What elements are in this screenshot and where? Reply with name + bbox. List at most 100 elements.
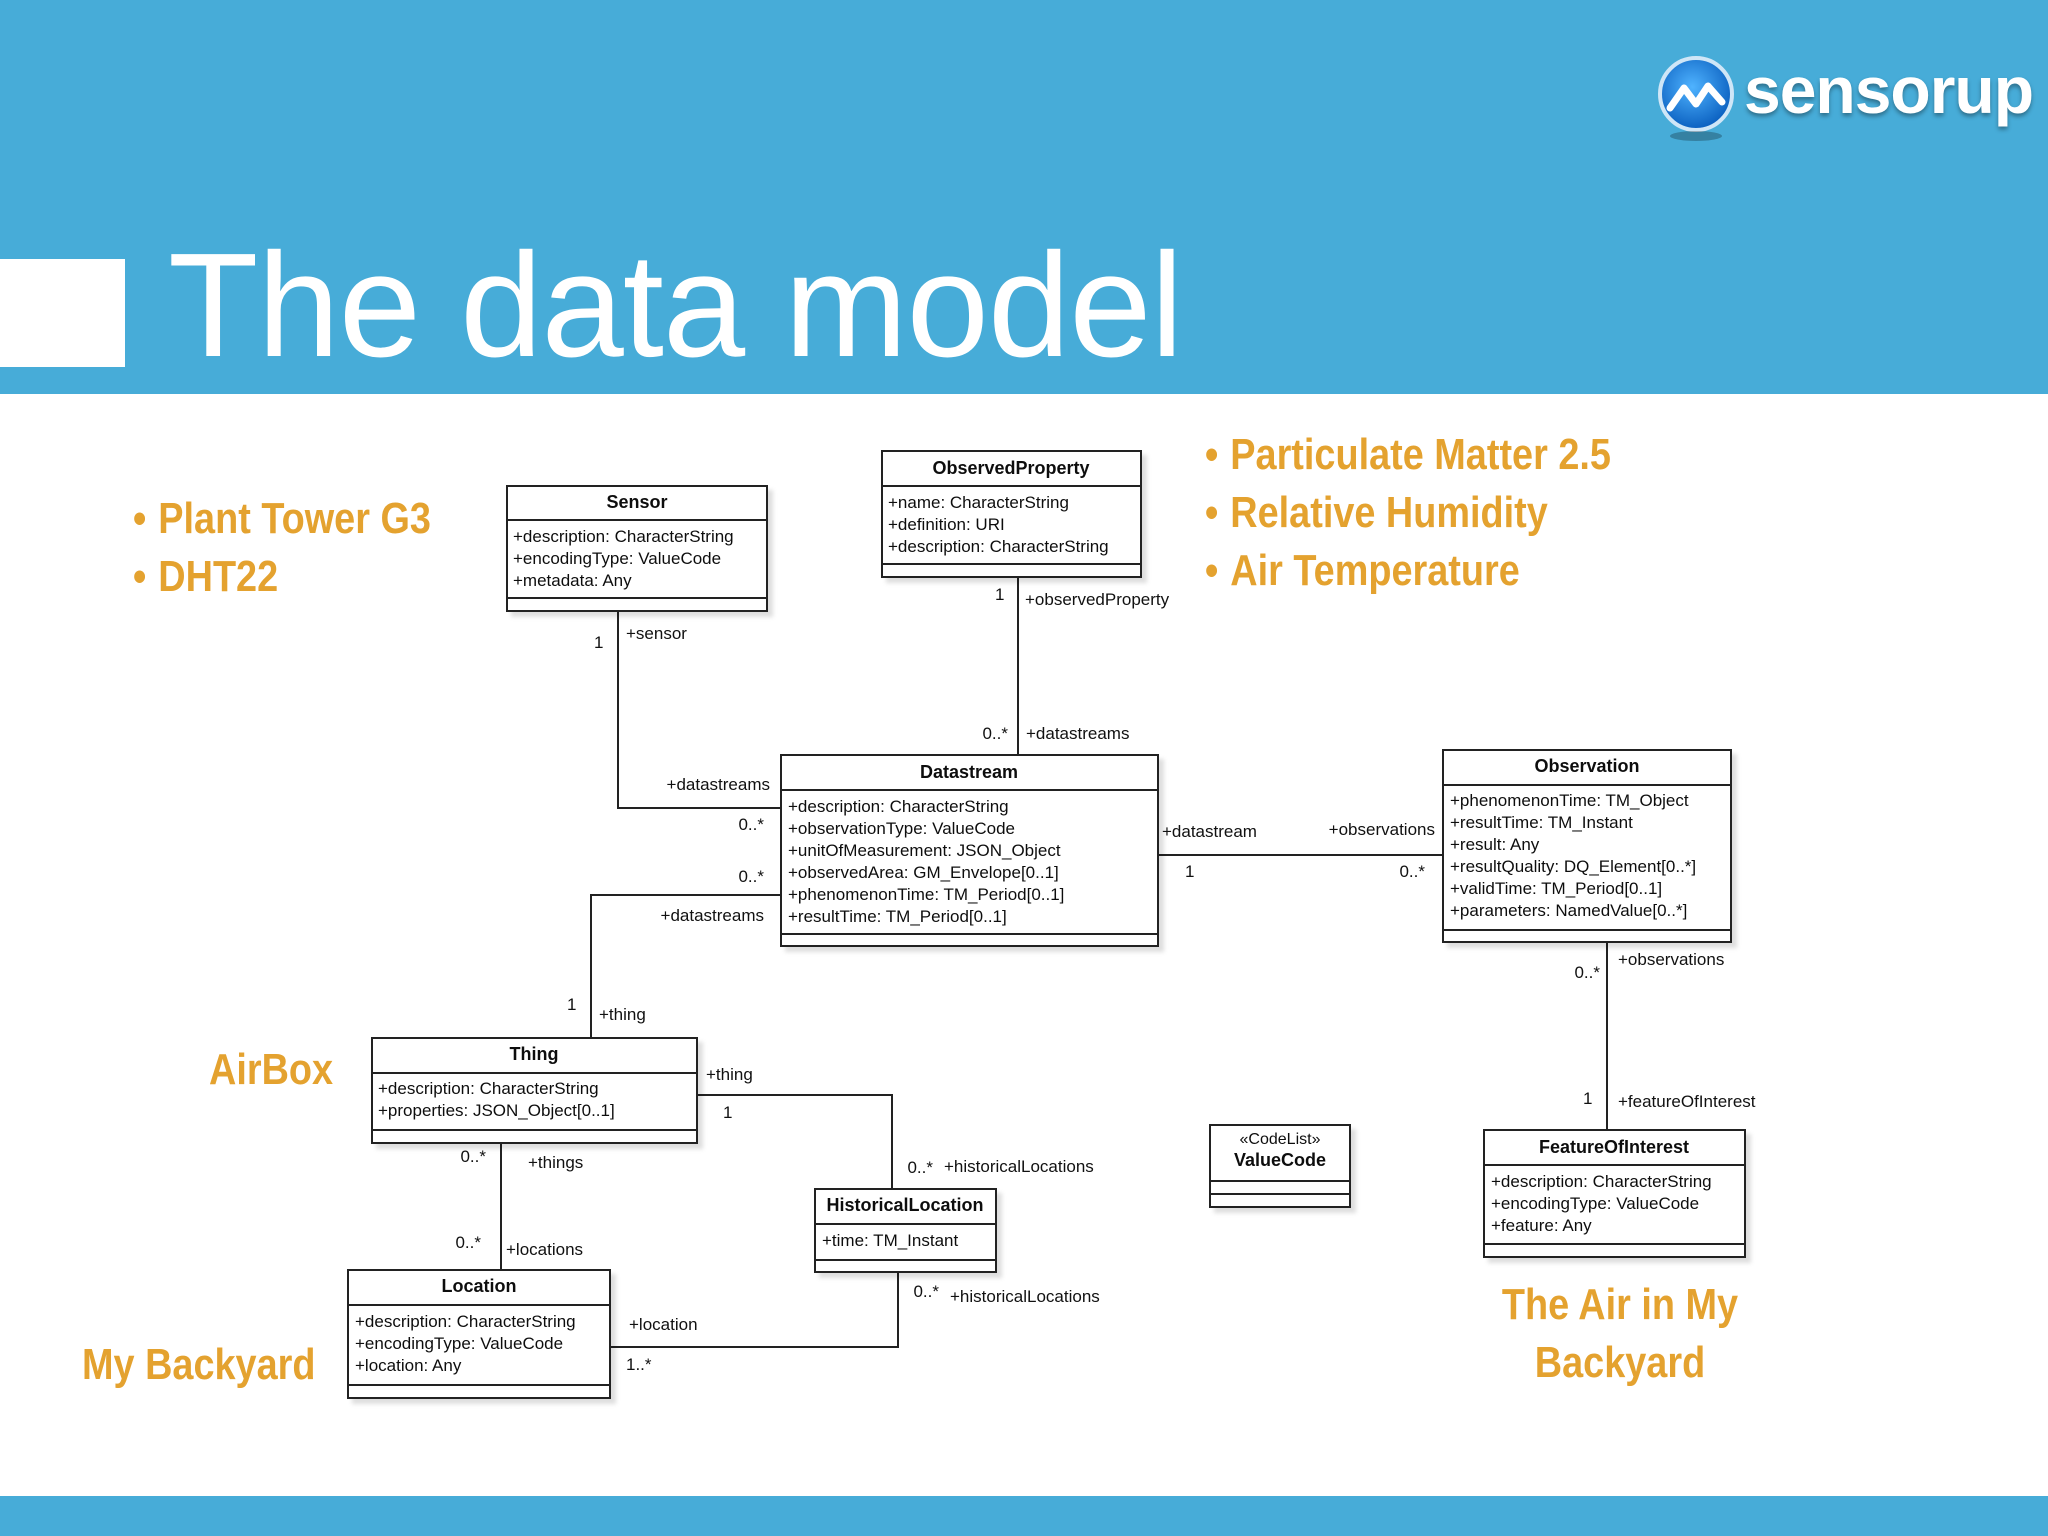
role-label: +observedProperty xyxy=(1025,590,1170,609)
thing-example: AirBox xyxy=(209,1045,334,1094)
observed-property-examples: Particulate Matter 2.5 Relative Humidity… xyxy=(1205,426,1611,600)
attr-op-1: +definition: URI xyxy=(888,515,1005,534)
slide-title: The data model xyxy=(168,223,1183,388)
attr-loc-1: +encodingType: ValueCode xyxy=(355,1334,563,1353)
slide-footer-bar xyxy=(0,1496,2048,1536)
slide-header: The data model sensorup xyxy=(0,0,2048,394)
location-example: My Backyard xyxy=(82,1340,316,1389)
association-labels: 1 +sensor +datastreams 0..* 1 +observedP… xyxy=(455,585,1755,1374)
class-name-datastream: Datastream xyxy=(920,762,1018,782)
class-observation: Observation +phenomenonTime: TM_Object +… xyxy=(1442,749,1732,943)
role-label: +datastream xyxy=(1162,822,1257,841)
attr-obs-4: +validTime: TM_Period[0..1] xyxy=(1450,879,1662,898)
attr-hl-0: +time: TM_Instant xyxy=(822,1231,958,1250)
line-sensor-datastream xyxy=(617,611,781,809)
role-label: +datastreams xyxy=(667,775,770,794)
attr-sensor-0: +description: CharacterString xyxy=(513,527,734,546)
role-label: +historicalLocations xyxy=(944,1157,1094,1176)
class-name-historicallocation: HistoricalLocation xyxy=(826,1195,983,1215)
line-location-historicallocation xyxy=(610,1272,899,1348)
attr-op-2: +description: CharacterString xyxy=(888,537,1109,556)
class-name-observation: Observation xyxy=(1534,756,1639,776)
observed-property-example-item: Air Temperature xyxy=(1205,542,1611,600)
attr-loc-2: +location: Any xyxy=(355,1356,462,1375)
mult-label: 1 xyxy=(567,995,576,1014)
role-label: +locations xyxy=(506,1240,583,1259)
role-label: +location xyxy=(629,1315,698,1334)
attr-obs-1: +resultTime: TM_Instant xyxy=(1450,813,1633,832)
mult-label: 1 xyxy=(594,633,603,652)
role-label: +datastreams xyxy=(1026,724,1129,743)
mult-label: 0..* xyxy=(738,815,764,834)
attr-foi-0: +description: CharacterString xyxy=(1491,1172,1712,1191)
mult-label: 1..* xyxy=(626,1355,652,1374)
class-name-thing: Thing xyxy=(510,1044,559,1064)
attr-ds-0: +description: CharacterString xyxy=(788,797,1009,816)
attr-sensor-2: +metadata: Any xyxy=(513,571,632,590)
attr-ds-1: +observationType: ValueCode xyxy=(788,819,1015,838)
class-name-featureofinterest: FeatureOfInterest xyxy=(1539,1137,1689,1157)
mult-label: 1 xyxy=(723,1103,732,1122)
class-stereotype-valuecode: «CodeList» xyxy=(1240,1131,1321,1148)
attr-foi-1: +encodingType: ValueCode xyxy=(1491,1194,1699,1213)
mult-label: 1 xyxy=(1185,862,1194,881)
attr-ds-2: +unitOfMeasurement: JSON_Object xyxy=(788,841,1061,860)
feature-example: The Air in My Backyard xyxy=(1491,1276,1749,1392)
mult-label: 0..* xyxy=(913,1282,939,1301)
sensor-example-item: Plant Tower G3 xyxy=(133,490,431,548)
observed-property-example-item: Relative Humidity xyxy=(1205,484,1611,542)
attr-foi-2: +feature: Any xyxy=(1491,1216,1592,1235)
class-featureofinterest: FeatureOfInterest +description: Characte… xyxy=(1483,1129,1746,1258)
attr-ds-5: +resultTime: TM_Period[0..1] xyxy=(788,907,1007,926)
attr-obs-5: +parameters: NamedValue[0..*] xyxy=(1450,901,1687,920)
attr-sensor-1: +encodingType: ValueCode xyxy=(513,549,721,568)
mult-label: 0..* xyxy=(982,724,1008,743)
sensorup-logo: sensorup xyxy=(1656,46,2034,146)
mult-label: 0..* xyxy=(738,867,764,886)
uml-diagram: Sensor +description: CharacterString +en… xyxy=(0,394,2048,1496)
sensor-example-item: DHT22 xyxy=(133,548,431,606)
mult-label: 0..* xyxy=(460,1147,486,1166)
class-historicallocation: HistoricalLocation +time: TM_Instant xyxy=(814,1188,997,1273)
class-name-observedproperty: ObservedProperty xyxy=(932,458,1089,478)
mult-label: 1 xyxy=(1583,1089,1592,1108)
attr-thing-1: +properties: JSON_Object[0..1] xyxy=(378,1101,615,1120)
line-thing-historicallocation xyxy=(697,1094,893,1189)
role-label: +featureOfInterest xyxy=(1618,1092,1756,1111)
role-label: +thing xyxy=(706,1065,753,1084)
mult-label: 0..* xyxy=(1399,862,1425,881)
attr-obs-2: +result: Any xyxy=(1450,835,1540,854)
class-thing: Thing +description: CharacterString +pro… xyxy=(371,1037,698,1144)
attr-op-0: +name: CharacterString xyxy=(888,493,1069,512)
class-observedproperty: ObservedProperty +name: CharacterString … xyxy=(881,450,1142,578)
role-label: +datastreams xyxy=(661,906,764,925)
association-lines xyxy=(500,577,1608,1348)
class-datastream: Datastream +description: CharacterString… xyxy=(780,754,1159,947)
role-label: +sensor xyxy=(626,624,687,643)
line-thing-datastream xyxy=(590,894,781,1038)
sensorup-swoosh-icon xyxy=(1658,56,1734,141)
role-label: +observations xyxy=(1329,820,1435,839)
mult-label: 0..* xyxy=(455,1233,481,1252)
mult-label: 1 xyxy=(995,585,1004,604)
role-label: +historicalLocations xyxy=(950,1287,1100,1306)
mult-label: 0..* xyxy=(907,1158,933,1177)
class-sensor: Sensor +description: CharacterString +en… xyxy=(506,485,768,612)
class-name-location: Location xyxy=(442,1276,517,1296)
logo-wordmark: sensorup xyxy=(1744,53,2034,127)
title-accent-square xyxy=(0,259,125,367)
role-label: +observations xyxy=(1618,950,1724,969)
class-location: Location +description: CharacterString +… xyxy=(347,1269,611,1399)
class-valuecode: «CodeList» ValueCode xyxy=(1209,1124,1351,1208)
role-label: +things xyxy=(528,1153,583,1172)
observed-property-example-item: Particulate Matter 2.5 xyxy=(1205,426,1611,484)
attr-obs-0: +phenomenonTime: TM_Object xyxy=(1450,791,1689,810)
attr-thing-0: +description: CharacterString xyxy=(378,1079,599,1098)
attr-loc-0: +description: CharacterString xyxy=(355,1312,576,1331)
class-name-sensor: Sensor xyxy=(606,492,667,512)
sensor-examples: Plant Tower G3 DHT22 xyxy=(133,490,431,606)
attr-ds-4: +phenomenonTime: TM_Period[0..1] xyxy=(788,885,1064,904)
feature-example-line2: Backyard xyxy=(1534,1338,1706,1387)
feature-example-line1: The Air in My xyxy=(1501,1280,1739,1329)
class-name-valuecode: ValueCode xyxy=(1234,1150,1326,1170)
